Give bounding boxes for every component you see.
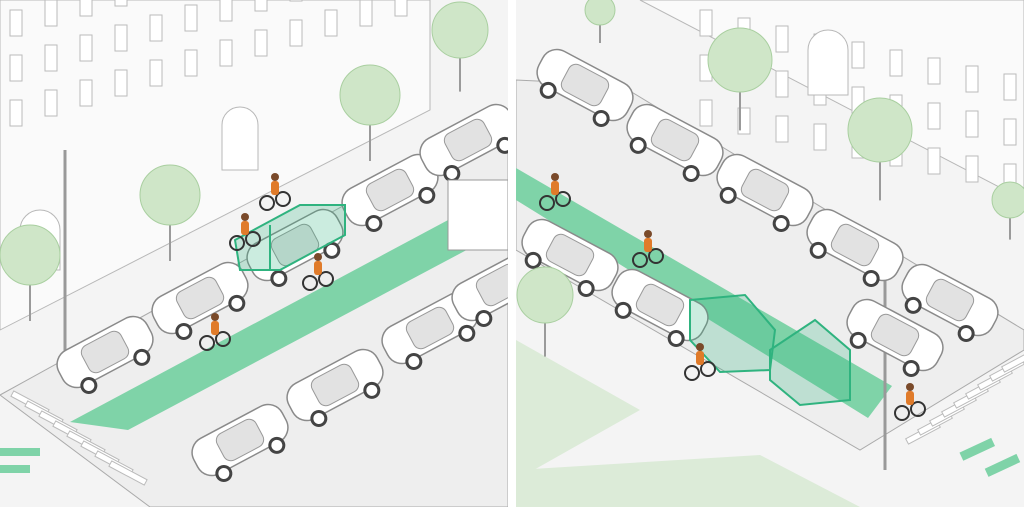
window xyxy=(927,147,941,175)
car xyxy=(56,315,154,395)
window xyxy=(9,9,23,37)
window xyxy=(965,110,979,138)
crosswalk-stripe xyxy=(108,460,148,486)
window xyxy=(927,102,941,130)
lane-marking xyxy=(959,437,996,461)
lane-marking xyxy=(0,465,30,473)
window xyxy=(9,54,23,82)
window xyxy=(149,59,163,87)
cyclist xyxy=(199,313,231,351)
lane-marking xyxy=(0,448,40,456)
window xyxy=(359,0,373,27)
window xyxy=(184,49,198,77)
cyclist xyxy=(229,213,261,251)
window xyxy=(889,49,903,77)
doorway xyxy=(807,29,849,96)
window xyxy=(699,9,713,37)
right-panel-after xyxy=(516,0,1024,507)
window xyxy=(149,14,163,42)
crosswalk xyxy=(10,390,148,486)
bike-shelter xyxy=(233,204,346,271)
cyclist xyxy=(259,173,291,211)
car xyxy=(381,291,479,371)
window xyxy=(79,79,93,107)
cyclist xyxy=(539,173,571,211)
bike-lane xyxy=(70,188,508,430)
cyclist xyxy=(894,383,926,421)
window xyxy=(219,39,233,67)
window xyxy=(324,9,338,37)
cyclist xyxy=(684,343,716,381)
window xyxy=(79,34,93,62)
cyclist xyxy=(632,230,664,268)
car xyxy=(521,218,619,298)
window xyxy=(965,155,979,183)
doorway xyxy=(221,106,259,171)
car xyxy=(901,263,999,343)
window xyxy=(44,44,58,72)
car xyxy=(451,248,508,328)
car xyxy=(626,103,724,183)
buildings xyxy=(0,0,431,331)
window xyxy=(184,4,198,32)
car xyxy=(806,208,904,288)
tree xyxy=(707,27,773,131)
car xyxy=(286,348,384,428)
window xyxy=(394,0,408,17)
tree xyxy=(991,181,1024,240)
cyclist xyxy=(302,253,334,291)
bike-lane xyxy=(516,168,892,418)
window xyxy=(851,41,865,69)
car xyxy=(536,48,634,128)
window xyxy=(775,70,789,98)
car xyxy=(419,103,508,183)
tree xyxy=(584,0,616,43)
window xyxy=(813,123,827,151)
plaza xyxy=(516,455,860,507)
bike-shelter xyxy=(689,293,851,407)
car xyxy=(716,153,814,233)
window xyxy=(114,69,128,97)
window xyxy=(219,0,233,22)
plaza xyxy=(516,340,640,480)
tree xyxy=(516,266,574,357)
window xyxy=(927,57,941,85)
tree xyxy=(0,224,61,321)
window xyxy=(254,0,268,12)
crosswalk xyxy=(905,349,1024,445)
crosswalk-stripe xyxy=(1001,349,1024,373)
tree xyxy=(339,64,401,161)
lane-marking xyxy=(984,453,1021,477)
left-panel-before xyxy=(0,0,508,507)
window xyxy=(1003,118,1017,146)
window xyxy=(699,99,713,127)
window xyxy=(114,24,128,52)
window xyxy=(44,89,58,117)
car xyxy=(191,403,289,483)
car xyxy=(341,153,439,233)
car xyxy=(611,268,709,348)
car xyxy=(846,298,944,378)
window xyxy=(775,115,789,143)
window xyxy=(44,0,58,27)
window xyxy=(79,0,93,17)
car xyxy=(151,261,249,341)
window xyxy=(965,65,979,93)
window xyxy=(1003,73,1017,101)
window xyxy=(289,0,303,2)
van xyxy=(447,179,508,251)
tree xyxy=(139,164,201,261)
window xyxy=(775,25,789,53)
tree xyxy=(431,1,489,92)
tree xyxy=(847,97,913,201)
window xyxy=(114,0,128,7)
window xyxy=(9,99,23,127)
window xyxy=(254,29,268,57)
window xyxy=(289,19,303,47)
